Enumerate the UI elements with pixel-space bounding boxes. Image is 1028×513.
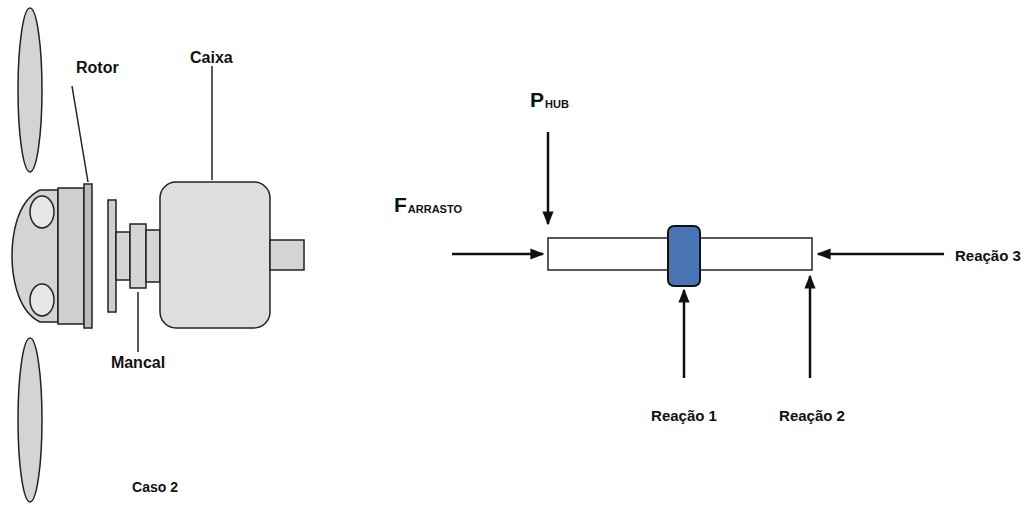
rotor-flange bbox=[84, 184, 92, 328]
part-label: Caixa bbox=[190, 49, 233, 67]
leader-line bbox=[211, 66, 213, 180]
force-arrow bbox=[683, 290, 686, 378]
gearbox bbox=[160, 182, 270, 328]
force-symbol: F bbox=[394, 193, 407, 216]
leader-line bbox=[137, 292, 139, 352]
force-symbol: P bbox=[530, 88, 544, 111]
shaft-flange bbox=[108, 200, 116, 312]
leader-line bbox=[72, 86, 88, 182]
force-arrow bbox=[452, 253, 543, 256]
force-subscript: ARRASTO bbox=[408, 203, 462, 215]
blade-root bbox=[30, 196, 54, 228]
force-arrow bbox=[809, 276, 812, 378]
blade-root bbox=[30, 284, 54, 316]
part-label: Rotor bbox=[76, 59, 119, 77]
bearing bbox=[130, 224, 146, 288]
force-arrow bbox=[818, 253, 944, 256]
shaft bbox=[116, 232, 130, 280]
hub bbox=[12, 190, 58, 322]
force-arrow bbox=[547, 132, 550, 224]
reaction-label: Reação 2 bbox=[779, 408, 845, 425]
blade bbox=[18, 338, 42, 502]
reaction-label: Reação 1 bbox=[651, 408, 717, 425]
bearing-block bbox=[668, 226, 700, 286]
blade bbox=[18, 8, 42, 172]
part-label: Mancal bbox=[111, 354, 165, 372]
reaction-label: Reação 3 bbox=[955, 248, 1021, 265]
rotor-body bbox=[58, 188, 84, 324]
case-label: Caso 2 bbox=[132, 480, 178, 495]
output-shaft bbox=[270, 240, 304, 270]
shaft bbox=[146, 230, 160, 282]
force-subscript: HUB bbox=[545, 98, 569, 110]
